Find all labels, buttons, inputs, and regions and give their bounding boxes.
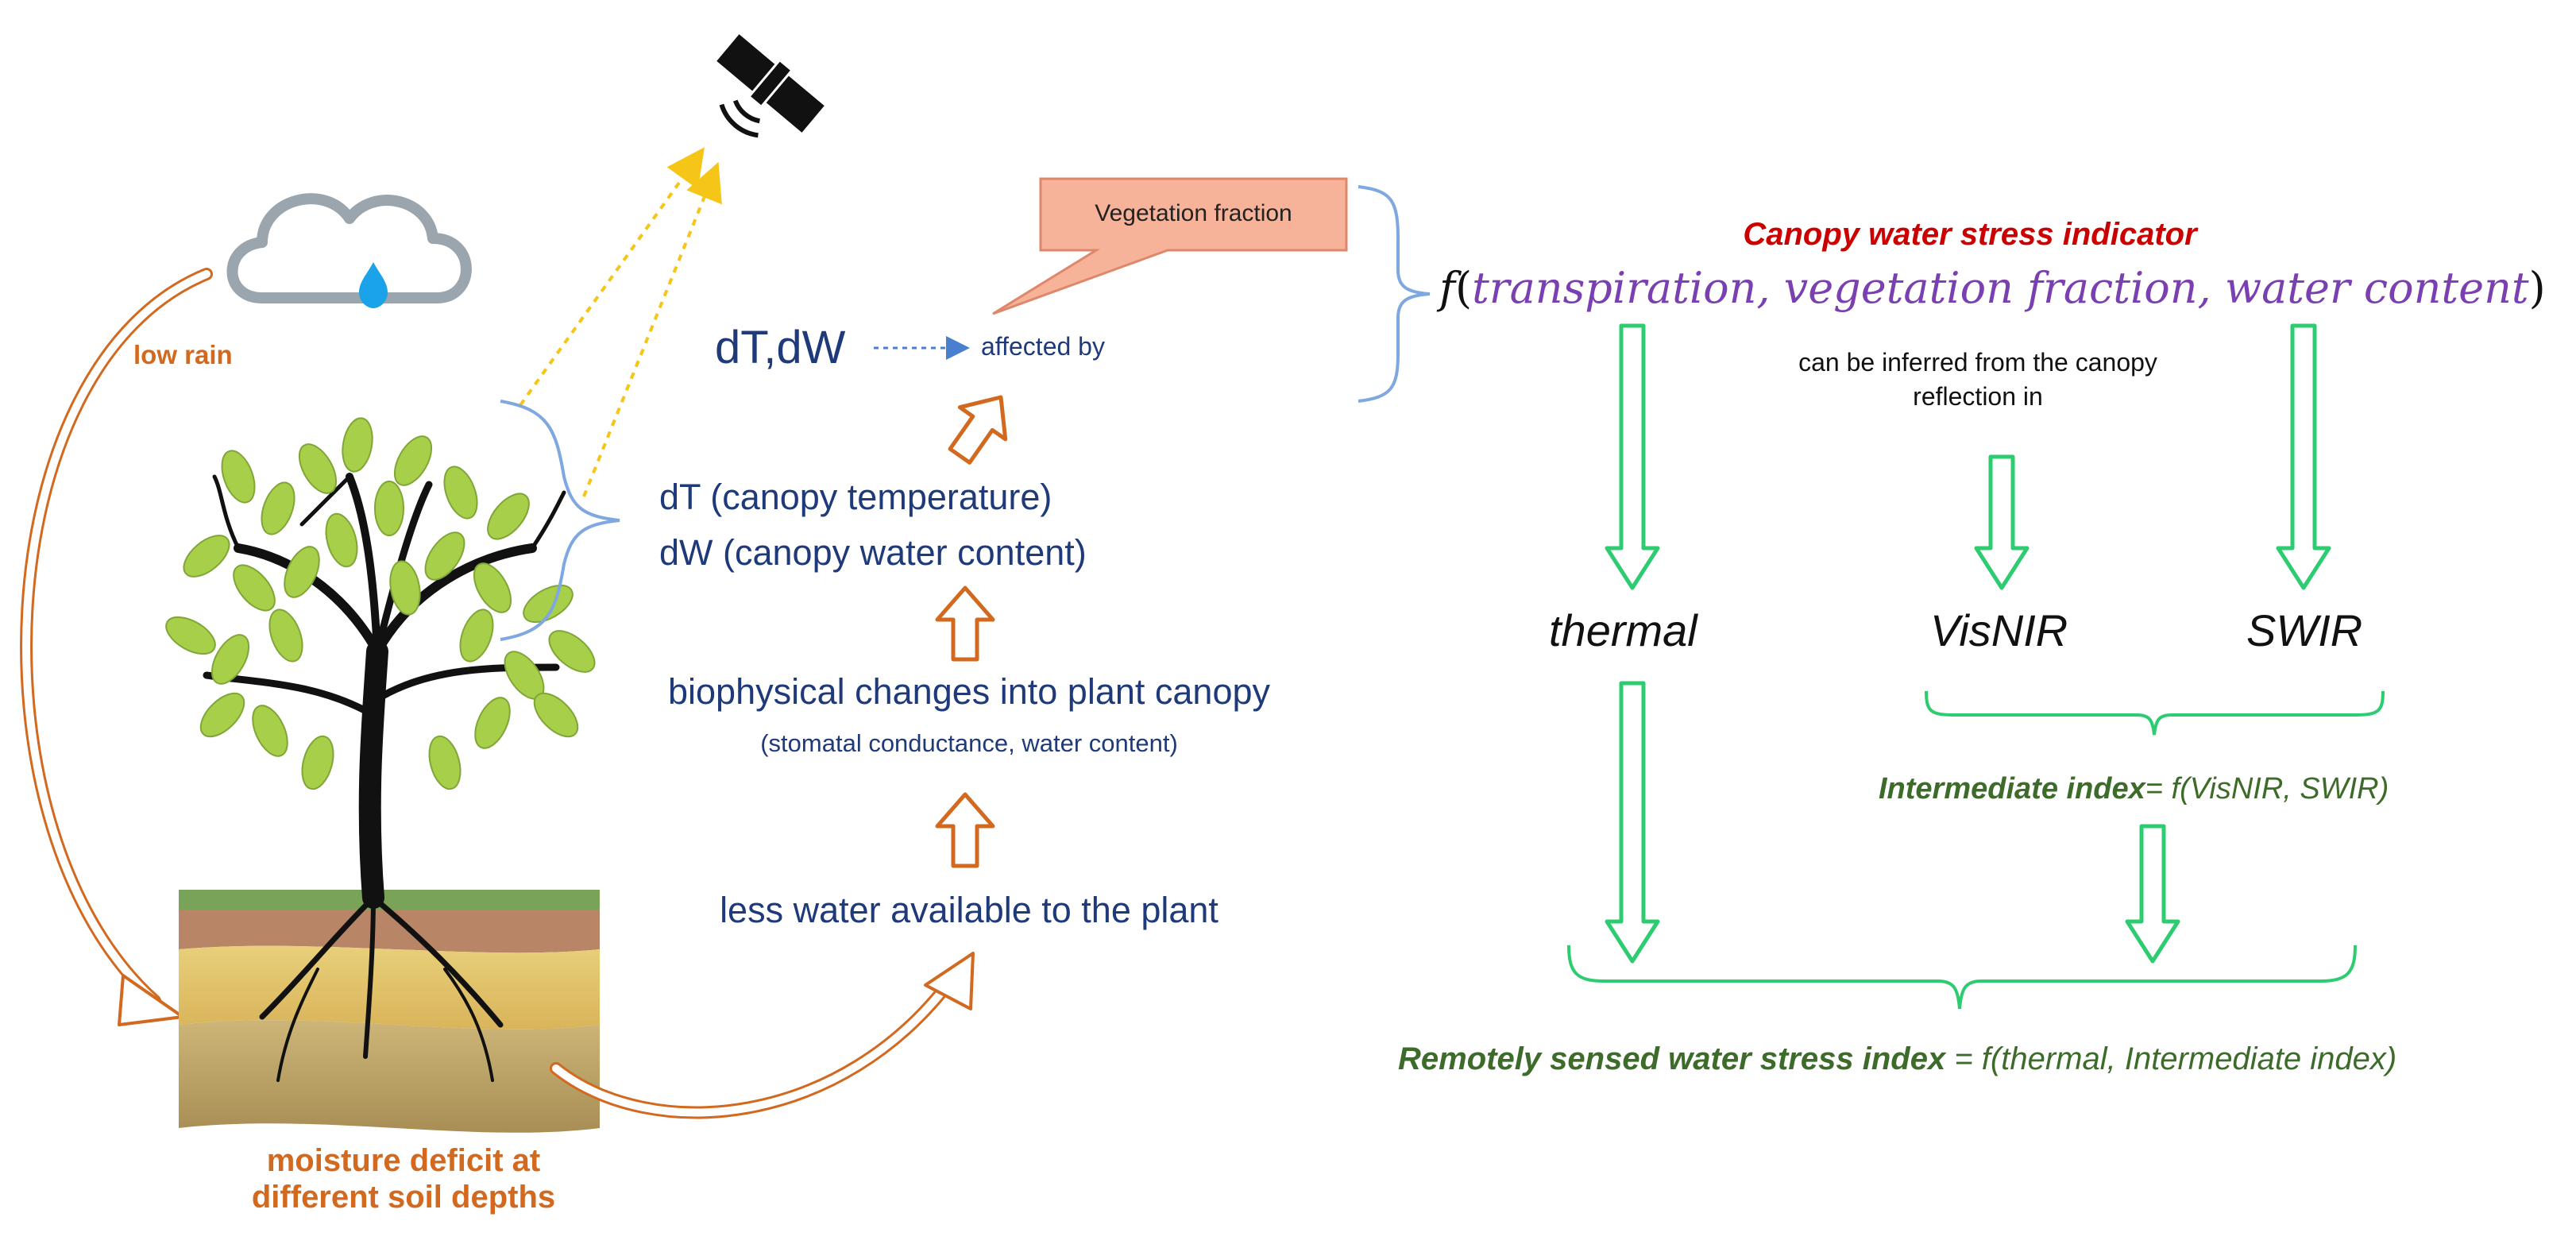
intermediate-bold: Intermediate index [1879, 772, 2145, 806]
intermediate-rest: = f(VisNIR, SWIR) [2145, 772, 2389, 806]
biophysical-sub-label: (stomatal conductance, water content) [760, 729, 1178, 757]
biophysical-label: biophysical changes into plant canopy [667, 671, 1270, 712]
formula-open-paren: ( [1455, 263, 1473, 313]
intermediate-index-label: Intermediate index= f(VisNIR, SWIR) [1879, 772, 2389, 807]
canopy-brace [500, 400, 620, 641]
tree-leaves [165, 417, 596, 790]
chain-up-arrow-1 [935, 792, 995, 868]
inferred-line-1: can be inferred from the canopy [1798, 348, 2157, 377]
moisture-line-2: different soil depths [251, 1180, 556, 1215]
final-rest: = f(thermal, Intermediate index) [1945, 1041, 2397, 1076]
less-water-label: less water available to the plant [720, 890, 1218, 930]
beam-arrow-1 [519, 147, 705, 407]
final-index-label: Remotely sensed water stress index = f(t… [1398, 1041, 2396, 1077]
soil-to-plant-arrow [550, 952, 975, 1119]
vegetation-fraction-label: Vegetation fraction [1095, 200, 1292, 226]
dt-dw-label: dT,dW [715, 322, 846, 373]
green-arrow-visnir [1974, 454, 2030, 590]
cloud-icon [226, 193, 472, 308]
swir-label: SWIR [2246, 605, 2363, 655]
final-brace [1567, 945, 2357, 1010]
visnir-swir-brace [1925, 690, 2385, 736]
low-rain-label: low rain [133, 340, 233, 369]
formula-args: transpiration, vegetation fraction, wate… [1472, 263, 2529, 313]
thermal-label: thermal [1549, 605, 1697, 655]
visnir-label: VisNIR [1930, 605, 2068, 655]
right-brace [1358, 185, 1431, 403]
chain-up-arrow-3 [948, 395, 1008, 465]
rain-to-soil-arrow [20, 268, 213, 1026]
satellite-icon [716, 34, 825, 138]
final-bold: Remotely sensed water stress index [1398, 1041, 1946, 1076]
green-arrow-thermal-down [1605, 681, 1660, 964]
indicator-title: Canopy water stress indicator [1743, 217, 2197, 252]
formula-f: f [1439, 263, 1455, 313]
green-arrow-swir [2276, 323, 2331, 590]
moisture-deficit-label: moisture deficit at different soil depth… [213, 1142, 594, 1215]
inferred-line-2: reflection in [1913, 381, 2043, 411]
chain-up-arrow-2 [935, 585, 995, 662]
indicator-formula: f(transpiration, vegetation fraction, wa… [1439, 263, 2546, 313]
formula-close-paren: ) [2528, 263, 2546, 313]
dt-label: dT (canopy temperature) [659, 477, 1052, 517]
inferred-label: can be inferred from the canopy reflecti… [1692, 348, 2264, 411]
green-arrow-thermal [1605, 323, 1660, 590]
soil-layers [179, 890, 600, 1133]
vegetation-callout [992, 177, 1348, 315]
dw-label: dW (canopy water content) [659, 532, 1087, 573]
green-arrow-intermediate-down [2125, 824, 2180, 964]
moisture-line-1: moisture deficit at [266, 1143, 541, 1178]
affected-by-label: affected by [981, 332, 1105, 361]
beam-arrow-2 [582, 161, 722, 497]
